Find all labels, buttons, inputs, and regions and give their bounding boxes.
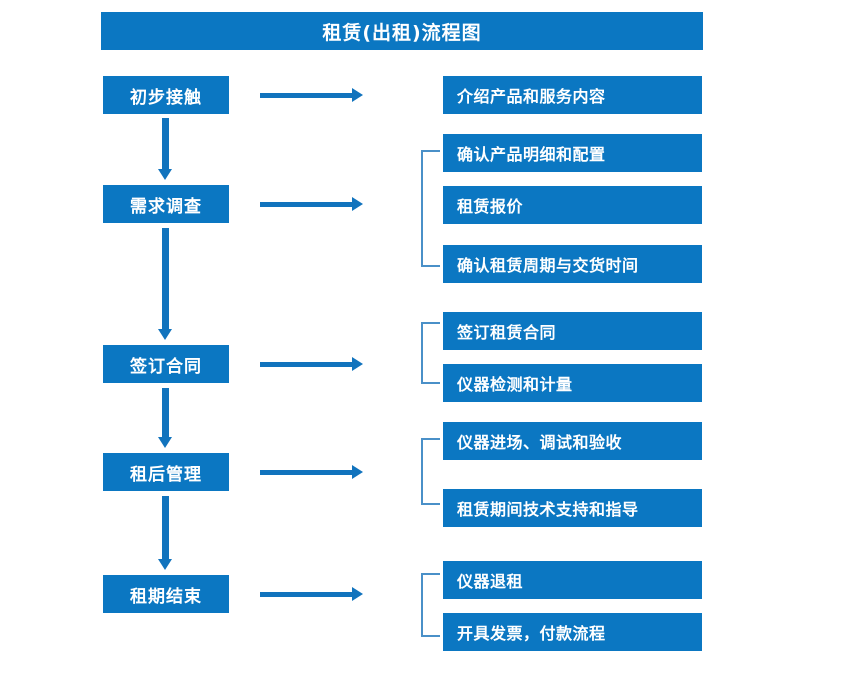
- stage-box-2[interactable]: 需求调查: [103, 185, 229, 223]
- arrow-stem: [260, 93, 352, 98]
- stage-box-3[interactable]: 签订合同: [103, 345, 229, 383]
- right-arrow-icon-5: [260, 587, 363, 601]
- detail-box-4[interactable]: 确认租赁周期与交货时间: [443, 245, 702, 283]
- arrow-head: [158, 559, 172, 570]
- group-bracket-3: [421, 438, 440, 505]
- arrow-stem: [260, 470, 352, 475]
- page-title: 租赁(出租)流程图: [101, 12, 703, 50]
- arrow-stem: [260, 202, 352, 207]
- down-arrow-icon-3: [158, 388, 172, 448]
- arrow-head: [158, 437, 172, 448]
- detail-box-6[interactable]: 仪器检测和计量: [443, 364, 702, 402]
- right-arrow-icon-3: [260, 357, 363, 371]
- down-arrow-icon-4: [158, 496, 172, 570]
- arrow-stem: [260, 362, 352, 367]
- right-arrow-icon-4: [260, 465, 363, 479]
- detail-box-9[interactable]: 仪器退租: [443, 561, 702, 599]
- arrow-stem: [162, 118, 169, 169]
- arrow-head: [158, 169, 172, 180]
- right-arrow-icon-1: [260, 88, 363, 102]
- group-bracket-2: [421, 322, 440, 384]
- arrow-head: [352, 465, 363, 479]
- right-arrow-icon-2: [260, 197, 363, 211]
- detail-box-5[interactable]: 签订租赁合同: [443, 312, 702, 350]
- down-arrow-icon-2: [158, 228, 172, 340]
- arrow-head: [158, 329, 172, 340]
- detail-box-8[interactable]: 租赁期间技术支持和指导: [443, 489, 702, 527]
- arrow-head: [352, 88, 363, 102]
- arrow-stem: [162, 228, 169, 329]
- detail-box-2[interactable]: 确认产品明细和配置: [443, 134, 702, 172]
- arrow-head: [352, 587, 363, 601]
- detail-box-1[interactable]: 介绍产品和服务内容: [443, 76, 702, 114]
- detail-box-3[interactable]: 租赁报价: [443, 186, 702, 224]
- arrow-head: [352, 197, 363, 211]
- group-bracket-1: [421, 150, 440, 267]
- stage-box-5[interactable]: 租期结束: [103, 575, 229, 613]
- arrow-stem: [260, 592, 352, 597]
- stage-box-4[interactable]: 租后管理: [103, 453, 229, 491]
- detail-box-10[interactable]: 开具发票，付款流程: [443, 613, 702, 651]
- detail-box-7[interactable]: 仪器进场、调试和验收: [443, 422, 702, 460]
- arrow-head: [352, 357, 363, 371]
- arrow-stem: [162, 388, 169, 437]
- arrow-stem: [162, 496, 169, 559]
- down-arrow-icon-1: [158, 118, 172, 180]
- group-bracket-4: [421, 573, 440, 637]
- stage-box-1[interactable]: 初步接触: [103, 76, 229, 114]
